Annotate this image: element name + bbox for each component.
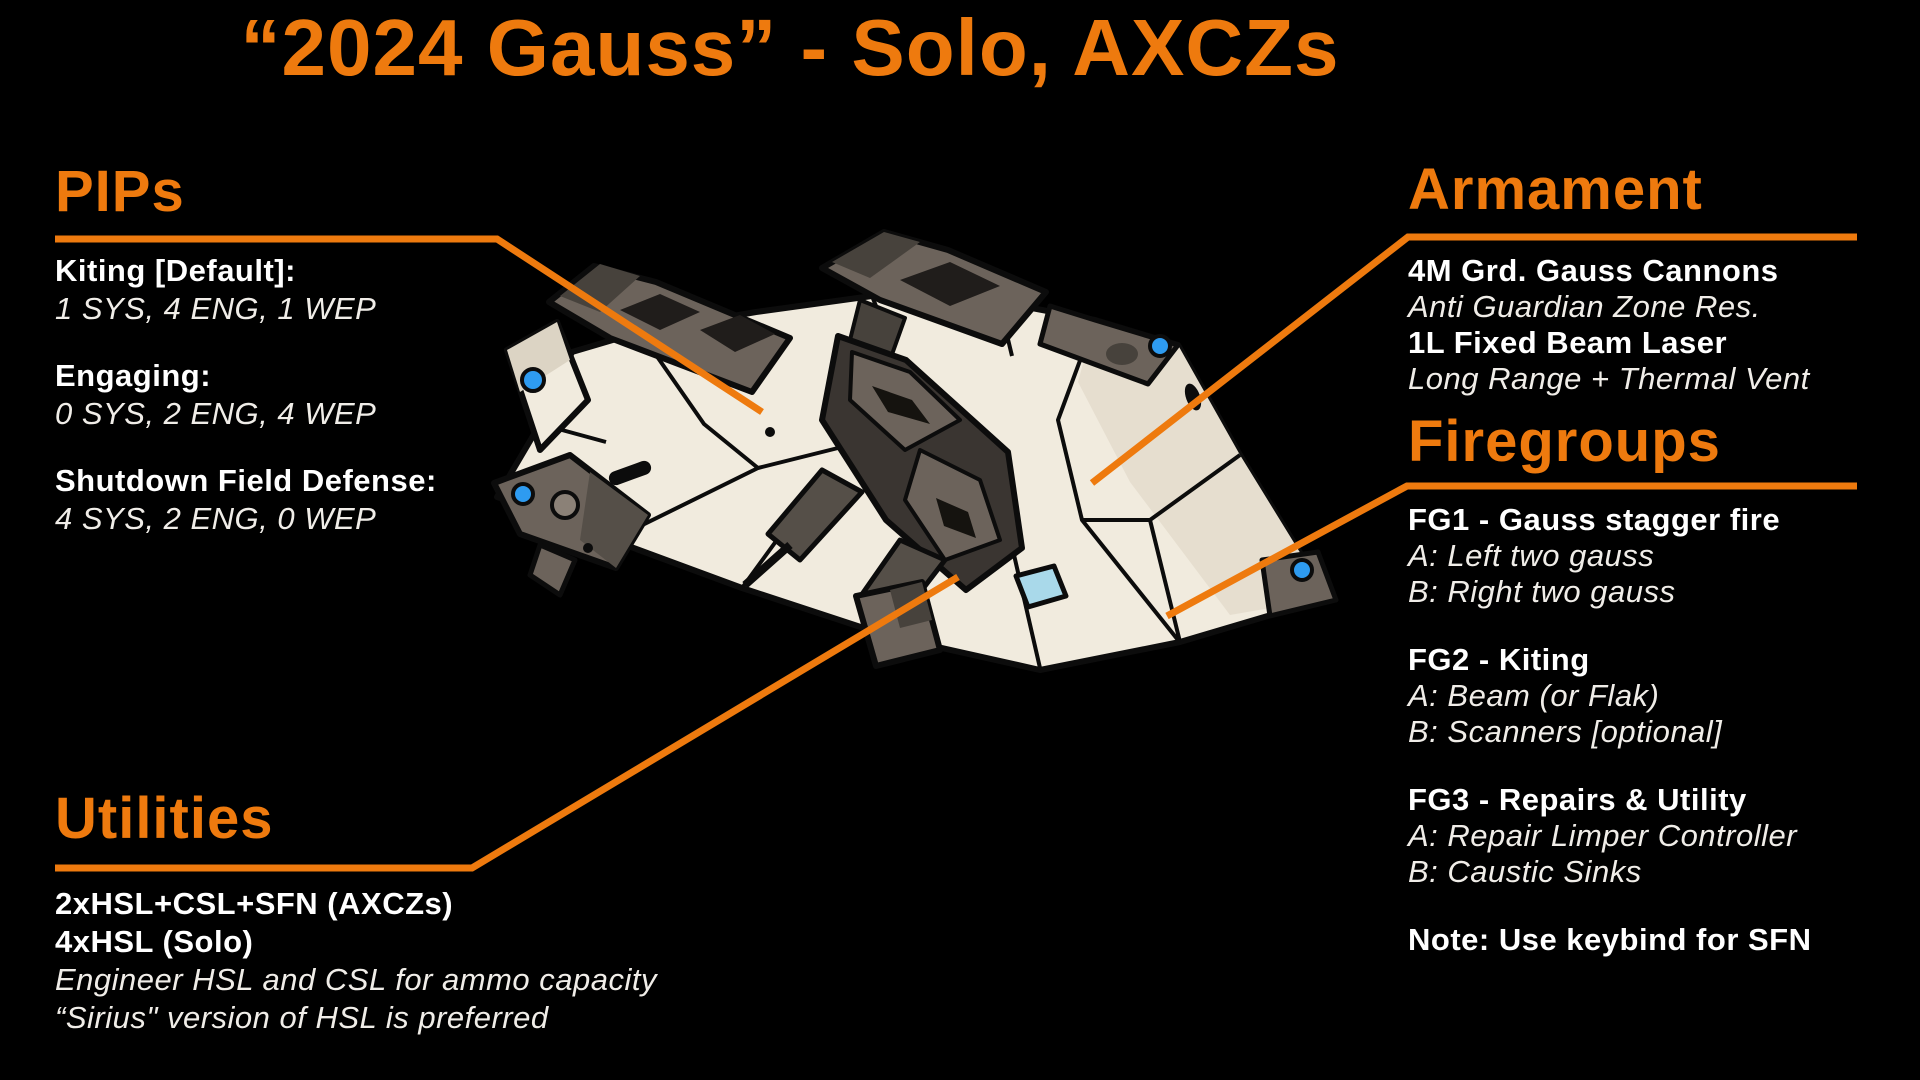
pips-callout-line	[55, 235, 764, 415]
firegroup-binding-b: B: Caustic Sinks	[1408, 854, 1642, 889]
utilities-section: 2xHSL+CSL+SFN (AXCZs) 4xHSL (Solo) Engin…	[55, 885, 657, 1037]
hardpoint-slot	[872, 386, 930, 424]
engine-glow	[1013, 563, 1069, 610]
nose-rivet	[583, 543, 593, 553]
firegroup-binding-a: A: Repair Limper Controller	[1408, 818, 1798, 853]
hull-rivet	[765, 427, 775, 437]
utilities-loadout-solo: 4xHSL (Solo)	[55, 924, 254, 959]
pips-section: Kiting [Default]: 1 SYS, 4 ENG, 1 WEP En…	[55, 252, 437, 567]
firegroups-section: FG1 - Gauss stagger fire A: Left two gau…	[1408, 502, 1812, 958]
utilities-heading: Utilities	[55, 786, 274, 851]
pips-entry-value: 1 SYS, 4 ENG, 1 WEP	[55, 291, 377, 326]
armament-entry: 4M Grd. Gauss Cannons Anti Guardian Zone…	[1408, 253, 1810, 325]
firegroup-binding-a: A: Left two gauss	[1408, 538, 1655, 573]
right-corner-block	[1259, 549, 1339, 619]
left-nacelle-stripe	[560, 264, 640, 312]
pips-entry-label: Engaging:	[55, 358, 212, 393]
armament-entry-value: Anti Guardian Zone Res.	[1408, 289, 1761, 324]
page-title: “2024 Gauss” - Solo, AXCZs	[240, 3, 1340, 92]
left-nacelle-slot	[700, 315, 775, 352]
utilities-note-engineering: Engineer HSL and CSL for ammo capacity	[55, 962, 658, 997]
ship-hull-shade	[1078, 320, 1328, 615]
pips-entry: Engaging: 0 SYS, 2 ENG, 4 WEP	[55, 357, 437, 433]
hardpoint-slot	[936, 498, 976, 538]
nav-light	[511, 482, 535, 506]
utilities-loadout-axcz: 2xHSL+CSL+SFN (AXCZs)	[55, 886, 454, 921]
right-edge-vent	[1106, 343, 1138, 365]
pips-entry-value: 0 SYS, 2 ENG, 4 WEP	[55, 396, 377, 431]
firegroup-label: FG2 - Kiting	[1408, 642, 1590, 677]
pips-entry: Kiting [Default]: 1 SYS, 4 ENG, 1 WEP	[55, 252, 437, 328]
center-nacelle-stripe	[832, 232, 920, 278]
ship	[491, 229, 1339, 673]
firegroup-label: FG1 - Gauss stagger fire	[1408, 502, 1781, 537]
right-leading-edge	[1037, 303, 1181, 387]
utilities-callout-line	[55, 573, 960, 872]
firegroup-label: FG3 - Repairs & Utility	[1408, 782, 1747, 817]
gauss-barrel	[742, 542, 793, 588]
pips-entry-label: Kiting [Default]:	[55, 253, 296, 288]
firegroup-binding-b: B: Scanners [optional]	[1408, 714, 1723, 749]
firegroup-binding-b: B: Right two gauss	[1408, 574, 1676, 609]
armament-entry: 1L Fixed Beam Laser Long Range + Thermal…	[1408, 325, 1810, 397]
firegroup-binding-a: A: Beam (or Flak)	[1408, 678, 1660, 713]
nose-sensor	[550, 490, 580, 520]
nav-light	[1290, 558, 1314, 582]
gauss-cannon	[765, 467, 865, 563]
firegroup: FG3 - Repairs & Utility A: Repair Limper…	[1408, 782, 1812, 890]
nav-light	[1148, 334, 1172, 358]
pips-entry-value: 4 SYS, 2 ENG, 0 WEP	[55, 501, 377, 536]
utilities-note-sirius: “Sirius" version of HSL is preferred	[55, 1000, 549, 1035]
hull-vent	[608, 460, 652, 486]
firegroup: FG1 - Gauss stagger fire A: Left two gau…	[1408, 502, 1812, 610]
armament-entry-label: 1L Fixed Beam Laser	[1408, 325, 1728, 360]
pips-entry: Shutdown Field Defense: 4 SYS, 2 ENG, 0 …	[55, 462, 437, 538]
armament-section: 4M Grd. Gauss Cannons Anti Guardian Zone…	[1408, 253, 1810, 397]
firegroups-heading: Firegroups	[1408, 409, 1721, 474]
nose-stripe	[580, 472, 648, 568]
center-nacelle-slot	[900, 262, 1000, 306]
callout-lines	[55, 233, 1857, 872]
nav-light	[520, 367, 546, 393]
armament-heading: Armament	[1408, 157, 1703, 222]
firegroups-note: Note: Use keybind for SFN	[1408, 922, 1812, 957]
firegroup: FG2 - Kiting A: Beam (or Flak) B: Scanne…	[1408, 642, 1812, 750]
pips-heading: PIPs	[55, 159, 185, 224]
left-nacelle-slot	[620, 294, 700, 330]
armament-entry-value: Long Range + Thermal Vent	[1408, 361, 1810, 396]
firegroups-callout-line	[1165, 482, 1857, 620]
armament-callout-line	[1089, 233, 1857, 486]
pips-entry-label: Shutdown Field Defense:	[55, 463, 437, 498]
nose-tail-piece	[527, 542, 578, 598]
armament-entry-label: 4M Grd. Gauss Cannons	[1408, 253, 1779, 288]
hardpoint-plate	[903, 448, 1002, 562]
